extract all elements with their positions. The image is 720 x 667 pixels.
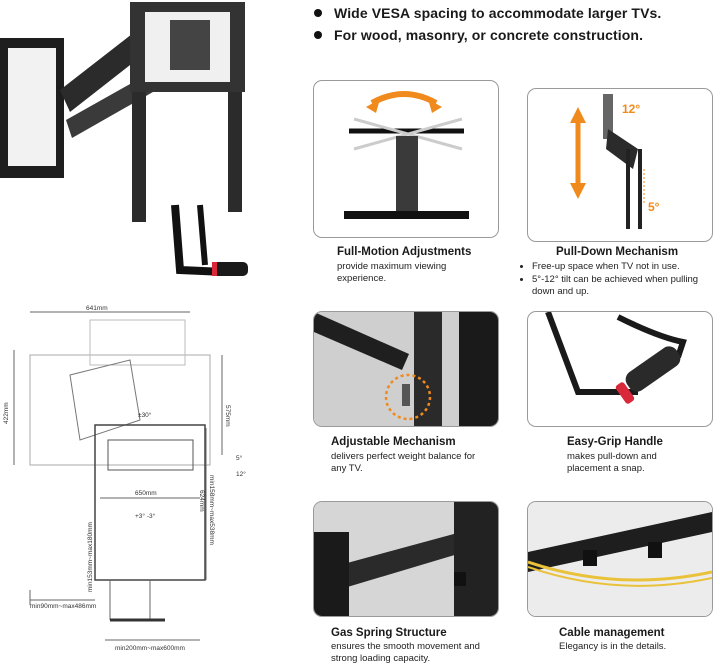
easy-grip-image [527, 311, 713, 427]
feature-title: Pull-Down Mechanism [556, 246, 679, 258]
dim-rotate: +3° -3° [135, 512, 156, 520]
dim-swivel: ±30° [138, 411, 152, 419]
dim-vert-range: min158mm~max538mm [208, 475, 215, 545]
bullet-dot-icon [314, 9, 322, 17]
feature-desc: delivers perfect weight balance for any … [331, 451, 476, 474]
tilt-label-top: 12° [622, 102, 640, 116]
feature-desc: ensures the smooth movement and strong l… [331, 641, 480, 664]
feature-desc-item: Free-up space when TV not in use. [532, 261, 718, 273]
dim-handle-range: min153mm~max180mm [87, 522, 94, 592]
feature-desc-list: Free-up space when TV not in use. 5°-12°… [522, 261, 718, 299]
feature-title: Easy-Grip Handle [567, 436, 663, 448]
dim-height-right: 575mm [224, 405, 231, 427]
bullet-item: Wide VESA spacing to accommodate larger … [312, 2, 716, 24]
dim-bottom-range: min200mm~max600mm [115, 645, 185, 652]
dim-width-top: 641mm [86, 305, 108, 312]
feature-title: Adjustable Mechanism [331, 436, 456, 448]
dim-depth-range: min90mm~max486mm [30, 603, 96, 610]
feature-title: Full-Motion Adjustments [337, 246, 472, 258]
dim-height-left: 422mm [3, 402, 10, 424]
feature-title: Cable management [559, 627, 665, 639]
feature-title: Gas Spring Structure [331, 627, 447, 639]
feature-desc: makes pull-down and placement a snap. [567, 451, 657, 474]
feature-desc: provide maximum viewing experience. [337, 261, 447, 284]
cable-management-image [527, 501, 713, 617]
bullet-list: Wide VESA spacing to accommodate larger … [312, 2, 716, 46]
dim-width-mid: 650mm [135, 490, 157, 497]
dim-tilt-b: 12° [236, 470, 246, 478]
dimension-drawing: 641mm 422mm 575mm ±30° 5° 12° 650mm min1… [0, 300, 300, 662]
dim-tilt-a: 5° [236, 454, 243, 462]
pull-down-image: 12° 5° [527, 88, 713, 242]
feature-desc-item: 5°-12° tilt can be achieved when pulling… [532, 274, 718, 298]
feature-desc: Elegancy is in the details. [559, 641, 667, 652]
gas-spring-image [313, 501, 499, 617]
bullet-dot-icon [314, 31, 322, 39]
full-motion-image [313, 80, 499, 238]
product-photo [0, 0, 260, 290]
adjustable-mechanism-image [313, 311, 499, 427]
dim-vert-624: 624mm [198, 490, 205, 512]
tilt-label-bottom: 5° [648, 200, 660, 214]
bullet-item: For wood, masonry, or concrete construct… [312, 24, 716, 46]
